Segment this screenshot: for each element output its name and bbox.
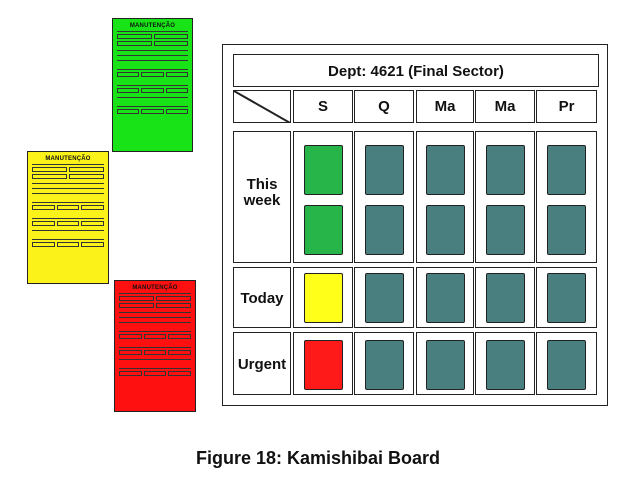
red-card: MANUTENÇÃO: [114, 280, 196, 412]
row-label-text: Today: [240, 290, 284, 307]
row-label-today: Today: [233, 267, 291, 328]
day-header-label: Ma: [494, 98, 516, 115]
card-slot[interactable]: [426, 273, 465, 323]
kamishibai-board: Dept: 4621 (Final Sector) This week Toda…: [222, 44, 608, 406]
card-title: MANUTENÇÃO: [32, 156, 104, 165]
yellow-card: MANUTENÇÃO: [27, 151, 109, 284]
red-card-slot[interactable]: [304, 340, 343, 390]
day-header-label: Pr: [558, 98, 575, 115]
diagonal-line: [234, 91, 290, 122]
card-slot[interactable]: [365, 273, 404, 323]
day-header-label: S: [317, 98, 328, 115]
row-label-this-week: This week: [233, 131, 291, 263]
card-slot[interactable]: [486, 205, 525, 255]
card-slot[interactable]: [486, 340, 525, 390]
card-slot[interactable]: [426, 145, 465, 195]
card-slot[interactable]: [486, 273, 525, 323]
day-header-label: Q: [378, 98, 390, 115]
day-header-3: Ma: [475, 90, 535, 123]
board-title-box: Dept: 4621 (Final Sector): [233, 54, 599, 87]
day-header-0: S: [293, 90, 353, 123]
card-slot[interactable]: [486, 145, 525, 195]
day-header-2: Ma: [416, 90, 474, 123]
card-form: MANUTENÇÃO: [32, 156, 105, 279]
card-slot[interactable]: [547, 340, 586, 390]
card-slot[interactable]: [547, 145, 586, 195]
card-slot[interactable]: [547, 273, 586, 323]
row-label-text: Urgent: [237, 356, 287, 373]
card-slot[interactable]: [426, 340, 465, 390]
card-slot[interactable]: [365, 145, 404, 195]
card-slot[interactable]: [365, 205, 404, 255]
figure-caption: Figure 18: Kamishibai Board: [195, 448, 441, 468]
day-header-1: Q: [354, 90, 414, 123]
board-title: Dept: 4621 (Final Sector): [328, 63, 504, 80]
card-slot[interactable]: [365, 340, 404, 390]
day-header-label: Ma: [434, 98, 456, 115]
row-label-text: This: [246, 176, 278, 193]
green-card-slot[interactable]: [304, 205, 343, 255]
card-slot[interactable]: [426, 205, 465, 255]
yellow-card-slot[interactable]: [304, 273, 343, 323]
row-label-text: week: [243, 192, 281, 209]
day-header-4: Pr: [536, 90, 597, 123]
card-title: MANUTENÇÃO: [119, 285, 191, 294]
green-card-slot[interactable]: [304, 145, 343, 195]
green-card: MANUTENÇÃO: [112, 18, 193, 152]
card-slot[interactable]: [547, 205, 586, 255]
card-form: MANUTENÇÃO: [119, 285, 192, 407]
card-title: MANUTENÇÃO: [117, 23, 188, 32]
corner-cell: [233, 90, 291, 123]
row-label-urgent: Urgent: [233, 332, 291, 395]
card-form: MANUTENÇÃO: [117, 23, 188, 147]
